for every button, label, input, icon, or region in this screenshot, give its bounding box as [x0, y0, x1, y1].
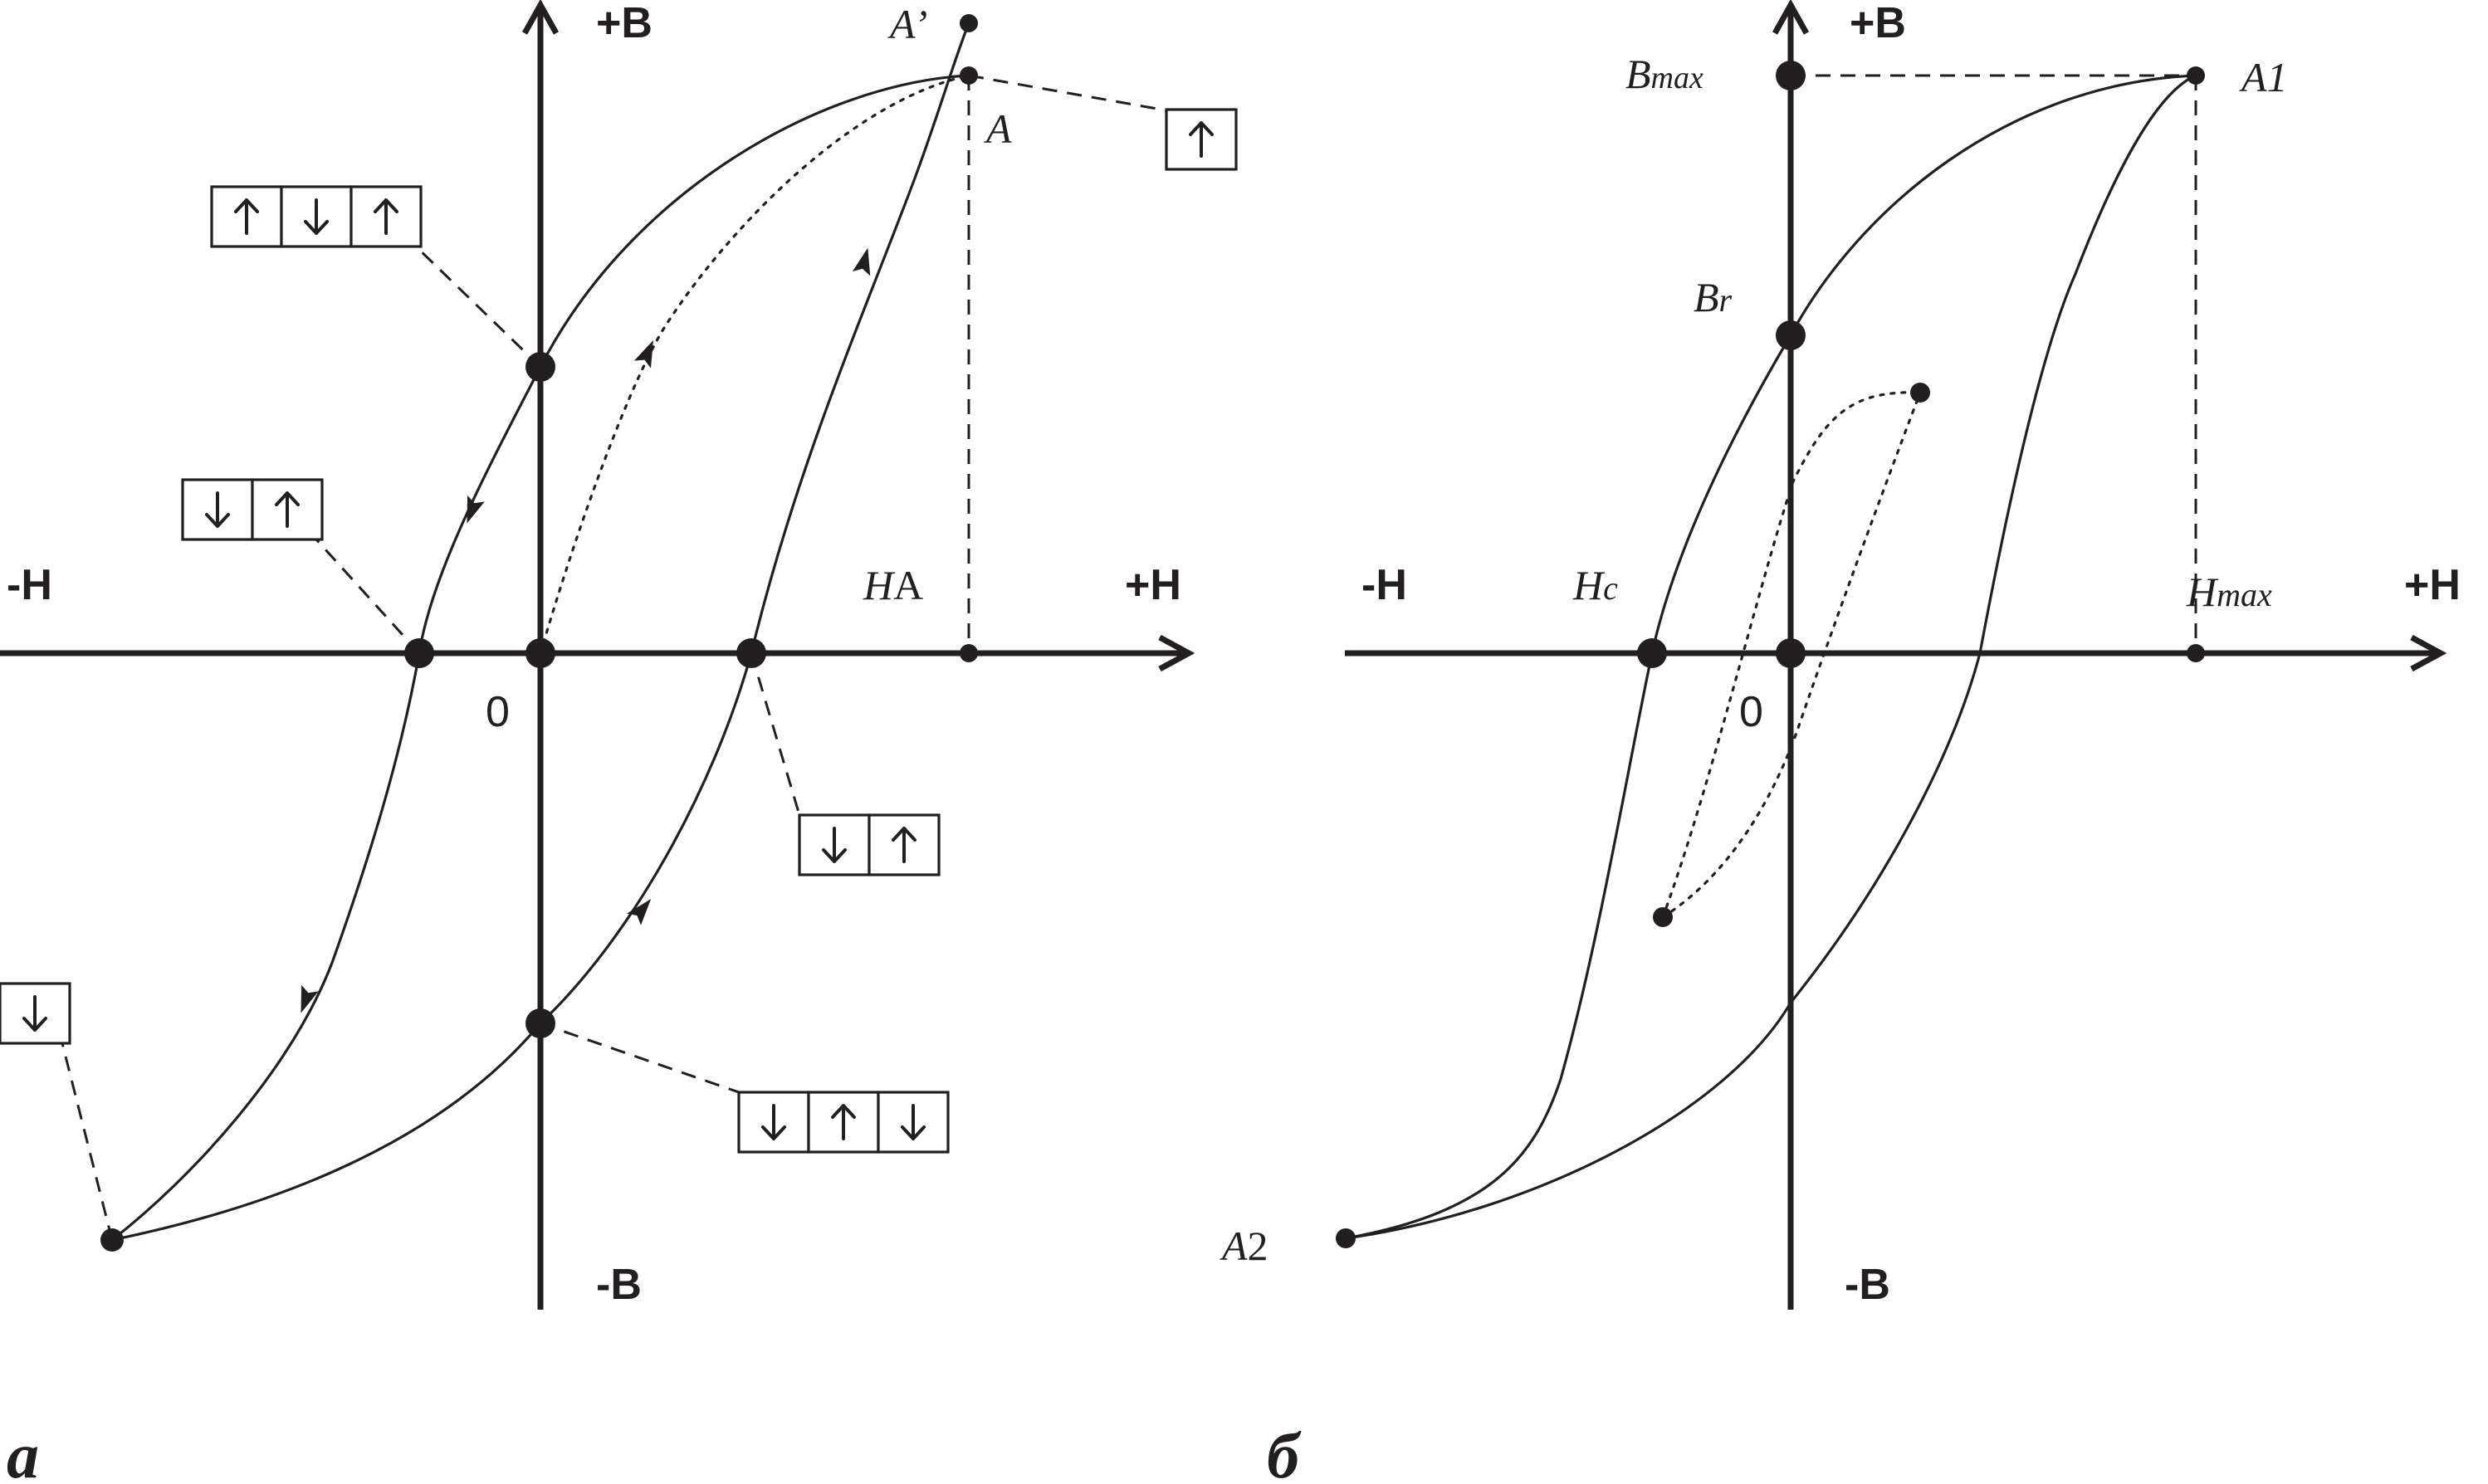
b-r-label-main: B	[1694, 274, 1719, 320]
neg-h-label: -H	[7, 561, 52, 609]
domain-box-coercive-left	[181, 478, 324, 541]
h-max-label-sub: max	[2217, 576, 2272, 613]
b-axis-arrowhead	[521, 0, 560, 35]
negative-saturation-point	[100, 1228, 124, 1252]
panel-b: +B -B +H -H 0 Bmax A1 Br Hc Hmax A2 б	[1220, 0, 2461, 1484]
h-a-label-main: H	[863, 562, 896, 608]
pos-h-label: +H	[2404, 561, 2461, 609]
flow-arrow-icon	[852, 247, 871, 276]
up-arrow-icon	[892, 827, 917, 863]
origin-label: 0	[1739, 688, 1763, 736]
b-r-label-sub: r	[1719, 281, 1733, 319]
b-axis-arrowhead	[1772, 0, 1810, 35]
neg-h-label: -H	[1361, 561, 1407, 609]
point-h-a	[960, 644, 978, 662]
domain-box-remanence-bottom	[737, 1091, 950, 1154]
domain-box-remanence-top	[210, 185, 423, 248]
down-arrow-icon	[822, 827, 847, 863]
coercive-right-point	[736, 638, 766, 668]
descending-branch	[111, 74, 970, 1242]
h-a-label-sub: A	[893, 562, 923, 608]
a1-label: A1	[2239, 54, 2288, 100]
domain-box-point-a	[1165, 108, 1238, 171]
panel-b-label: б	[1267, 1419, 1302, 1484]
b-max-label-sub: max	[1651, 61, 1703, 95]
leader-remanence-bottom	[540, 1022, 740, 1094]
domain-cell	[877, 1091, 950, 1154]
a2-label-main: A	[1220, 1223, 1248, 1269]
leader-point-a	[968, 74, 1167, 112]
neg-b-label: -B	[1845, 1261, 1890, 1309]
flow-arrow-icon	[301, 984, 319, 1013]
h-max-label-main: H	[2186, 569, 2219, 615]
up-arrow-icon	[831, 1104, 856, 1140]
point-a-prime-label: A’	[887, 1, 927, 47]
panel-a: +B -B +H -H 0 A’ A HA a	[0, 0, 1238, 1484]
minor-loop-top-point	[1910, 383, 1930, 403]
h-c-label-main: H	[1572, 562, 1606, 608]
origin-label: 0	[486, 688, 510, 736]
origin-point	[1776, 638, 1806, 668]
leader-negative-saturation	[61, 1042, 114, 1241]
minor-loop-upper	[1661, 391, 1922, 919]
down-arrow-icon	[304, 198, 329, 235]
coercive-left-point	[404, 638, 434, 668]
domain-box-coercive-right	[798, 813, 941, 876]
a1-label-sub: 1	[2267, 54, 2288, 100]
h-a-label: HA	[863, 562, 923, 608]
a2-label-sub: 2	[1248, 1223, 1268, 1269]
up-arrow-icon	[234, 198, 259, 235]
h-max-label: Hmax	[2186, 569, 2272, 615]
a1-label-main: A	[2239, 54, 2267, 100]
point-a-prime	[960, 14, 978, 32]
domain-cell	[868, 813, 941, 876]
leader-coercive-left	[315, 538, 421, 655]
point-a	[960, 66, 978, 85]
panel-a-label: a	[7, 1419, 39, 1484]
point-a-label: A	[984, 105, 1012, 152]
minor-loop-lower	[1661, 391, 1922, 919]
a2-label: A2	[1220, 1223, 1268, 1269]
h-c-point	[1637, 638, 1667, 668]
b-r-point	[1776, 320, 1806, 350]
ascending-branch	[111, 22, 970, 1242]
descending-branch	[1345, 74, 2197, 1240]
h-axis-arrowhead	[2410, 634, 2447, 672]
ascending-branch	[1345, 74, 2197, 1240]
h-c-label-sub: c	[1603, 569, 1618, 607]
down-arrow-icon	[22, 995, 47, 1032]
point-a1	[2187, 66, 2205, 85]
down-arrow-icon	[901, 1104, 926, 1140]
domain-box-negative-saturation	[0, 982, 71, 1045]
origin-point	[525, 638, 555, 668]
remanence-bottom-point	[525, 1008, 555, 1038]
h-axis-arrowhead	[1158, 634, 1195, 672]
down-arrow-icon	[761, 1104, 786, 1140]
leader-remanence-top	[413, 244, 542, 369]
b-r-label: Br	[1694, 274, 1733, 320]
leader-coercive-right	[750, 652, 801, 816]
initial-magnetization-curve	[539, 74, 970, 655]
b-max-point	[1776, 61, 1806, 90]
remanence-top-point	[525, 352, 555, 382]
pos-b-label: +B	[596, 0, 653, 47]
h-c-label: Hc	[1572, 562, 1618, 608]
minor-loop-bottom-point	[1653, 907, 1673, 927]
up-arrow-icon	[275, 491, 300, 528]
down-arrow-icon	[205, 491, 230, 528]
up-arrow-icon	[1189, 121, 1214, 158]
pos-b-label: +B	[1850, 0, 1906, 47]
up-arrow-icon	[374, 198, 398, 235]
b-max-label: Bmax	[1625, 51, 1703, 97]
b-max-label-main: B	[1625, 51, 1651, 97]
flow-arrow-icon	[467, 495, 485, 524]
neg-b-label: -B	[596, 1261, 642, 1309]
flow-arrow-icon	[633, 339, 653, 369]
flow-arrow-icon	[627, 899, 652, 925]
point-a2	[1336, 1228, 1356, 1248]
point-h-max	[2187, 644, 2205, 662]
pos-h-label: +H	[1125, 561, 1181, 609]
domain-cell	[1165, 108, 1238, 171]
